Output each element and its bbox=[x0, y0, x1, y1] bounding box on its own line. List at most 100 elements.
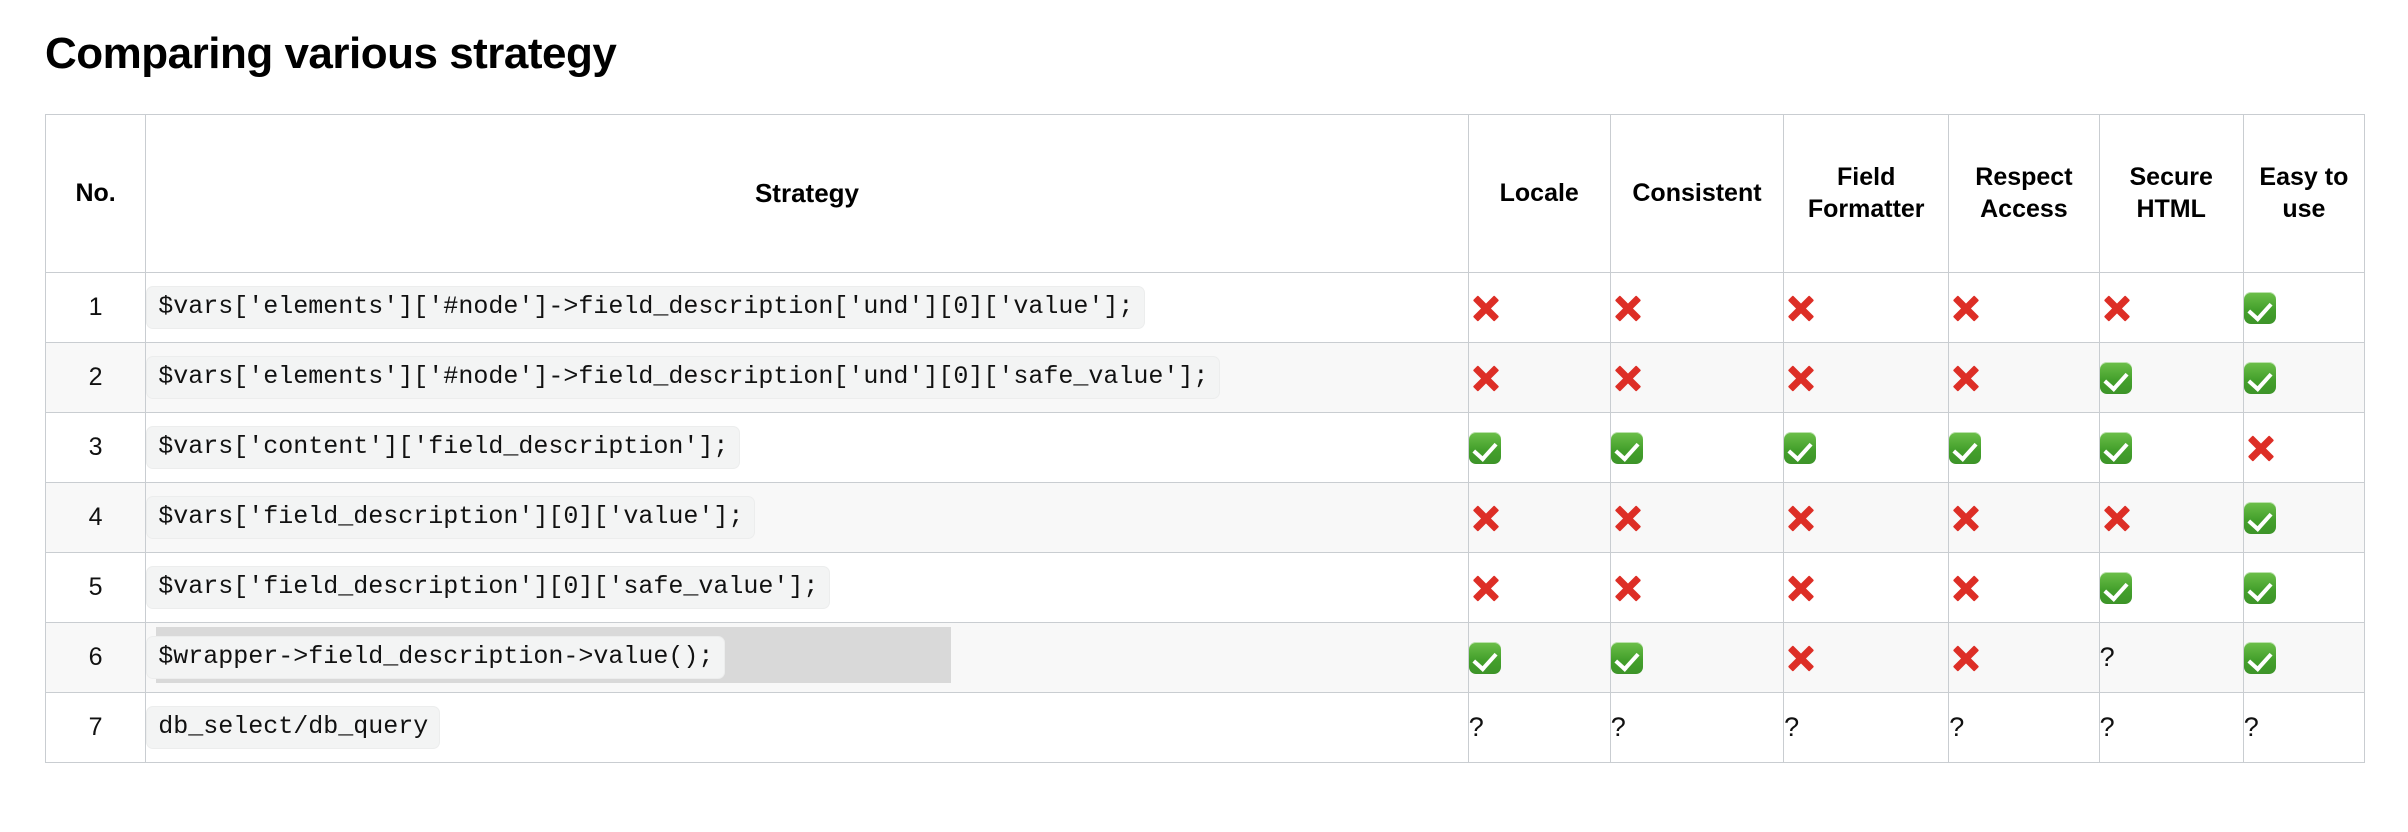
comparison-table-wrapper: No. Strategy Locale Consistent Field For… bbox=[44, 114, 2366, 763]
cell-easy-to-use bbox=[2242, 622, 2366, 693]
cell-row-number: 1 bbox=[44, 272, 147, 343]
cross-mark-icon bbox=[1784, 291, 1818, 325]
strategy-code-snippet: $vars['field_description'][0]['safe_valu… bbox=[146, 566, 831, 609]
cell-locale bbox=[1467, 622, 1611, 693]
cell-row-number: 6 bbox=[44, 622, 147, 693]
strategy-code-snippet: $vars['elements']['#node']->field_descri… bbox=[146, 286, 1146, 329]
strategy-code-snippet: $vars['elements']['#node']->field_descri… bbox=[146, 356, 1221, 399]
check-mark-icon bbox=[1610, 431, 1643, 464]
cell-locale bbox=[1467, 482, 1611, 553]
cell-field-formatter bbox=[1783, 272, 1950, 343]
cell-row-number: 5 bbox=[44, 552, 147, 623]
column-header-easy-to-use: Easy to use bbox=[2242, 114, 2366, 273]
cell-respect-access bbox=[1948, 482, 2100, 553]
table-row: 5$vars['field_description'][0]['safe_val… bbox=[44, 552, 2366, 623]
cell-field-formatter bbox=[1783, 342, 1950, 413]
check-mark-icon bbox=[1949, 431, 1982, 464]
column-header-consistent: Consistent bbox=[1609, 114, 1785, 273]
cell-field-formatter: ? bbox=[1783, 692, 1950, 763]
check-mark-icon bbox=[1468, 431, 1501, 464]
cell-secure-html: ? bbox=[2098, 692, 2244, 763]
cell-strategy: db_select/db_query bbox=[145, 692, 1469, 763]
cross-mark-icon bbox=[1949, 571, 1983, 605]
cell-respect-access bbox=[1948, 342, 2100, 413]
check-mark-icon bbox=[2243, 571, 2276, 604]
table-header-row: No. Strategy Locale Consistent Field For… bbox=[44, 114, 2366, 273]
cross-mark-icon bbox=[1784, 641, 1818, 675]
cell-row-number: 4 bbox=[44, 482, 147, 553]
cell-consistent bbox=[1609, 412, 1785, 483]
cell-strategy: $wrapper->field_description->value(); bbox=[145, 622, 1469, 693]
cell-consistent: ? bbox=[1609, 692, 1785, 763]
cross-mark-icon bbox=[1611, 361, 1645, 395]
table-row: 6$wrapper->field_description->value();? bbox=[44, 622, 2366, 693]
column-header-locale: Locale bbox=[1467, 114, 1611, 273]
strategy-code-snippet: $vars['field_description'][0]['value']; bbox=[146, 496, 756, 539]
cross-mark-icon bbox=[1949, 641, 1983, 675]
cross-mark-icon bbox=[2100, 501, 2134, 535]
unknown-status-icon: ? bbox=[1949, 711, 1965, 742]
cell-secure-html bbox=[2098, 412, 2244, 483]
cell-consistent bbox=[1609, 552, 1785, 623]
cross-mark-icon bbox=[2244, 431, 2278, 465]
cross-mark-icon bbox=[2100, 291, 2134, 325]
cell-locale: ? bbox=[1467, 692, 1611, 763]
cell-consistent bbox=[1609, 272, 1785, 343]
check-mark-icon bbox=[2099, 571, 2132, 604]
cell-secure-html bbox=[2098, 342, 2244, 413]
cell-strategy: $vars['field_description'][0]['safe_valu… bbox=[145, 552, 1469, 623]
cell-consistent bbox=[1609, 622, 1785, 693]
column-header-no: No. bbox=[44, 114, 147, 273]
check-mark-icon bbox=[2243, 501, 2276, 534]
cell-easy-to-use bbox=[2242, 272, 2366, 343]
cell-easy-to-use bbox=[2242, 412, 2366, 483]
check-mark-icon bbox=[1610, 641, 1643, 674]
cell-field-formatter bbox=[1783, 622, 1950, 693]
cross-mark-icon bbox=[1949, 361, 1983, 395]
table-row: 2$vars['elements']['#node']->field_descr… bbox=[44, 342, 2366, 413]
cell-respect-access bbox=[1948, 412, 2100, 483]
cell-locale bbox=[1467, 552, 1611, 623]
cell-easy-to-use: ? bbox=[2242, 692, 2366, 763]
cell-respect-access bbox=[1948, 622, 2100, 693]
strategy-code-snippet: db_select/db_query bbox=[146, 706, 441, 749]
check-mark-icon bbox=[2243, 641, 2276, 674]
cell-field-formatter bbox=[1783, 482, 1950, 553]
cell-easy-to-use bbox=[2242, 482, 2366, 553]
column-header-secure-html: Secure HTML bbox=[2098, 114, 2244, 273]
cross-mark-icon bbox=[1469, 291, 1503, 325]
strategy-code-snippet: $wrapper->field_description->value(); bbox=[146, 636, 726, 679]
cross-mark-icon bbox=[1949, 501, 1983, 535]
unknown-status-icon: ? bbox=[1468, 711, 1484, 742]
cell-easy-to-use bbox=[2242, 342, 2366, 413]
table-row: 3$vars['content']['field_description']; bbox=[44, 412, 2366, 483]
strategy-code-snippet: $vars['content']['field_description']; bbox=[146, 426, 741, 469]
check-mark-icon bbox=[2099, 431, 2132, 464]
comparison-table: No. Strategy Locale Consistent Field For… bbox=[44, 114, 2366, 763]
cell-respect-access bbox=[1948, 552, 2100, 623]
cell-easy-to-use bbox=[2242, 552, 2366, 623]
check-mark-icon bbox=[1468, 641, 1501, 674]
page-title: Comparing various strategy bbox=[45, 29, 617, 78]
cell-locale bbox=[1467, 412, 1611, 483]
unknown-status-icon: ? bbox=[1610, 711, 1626, 742]
unknown-status-icon: ? bbox=[2243, 711, 2259, 742]
column-header-respect-access: Respect Access bbox=[1948, 114, 2100, 273]
cell-row-number: 2 bbox=[44, 342, 147, 413]
cell-field-formatter bbox=[1783, 552, 1950, 623]
cross-mark-icon bbox=[1949, 291, 1983, 325]
table-row: 1$vars['elements']['#node']->field_descr… bbox=[44, 272, 2366, 343]
column-header-strategy: Strategy bbox=[145, 114, 1469, 273]
cell-field-formatter bbox=[1783, 412, 1950, 483]
table-body: 1$vars['elements']['#node']->field_descr… bbox=[44, 272, 2366, 763]
cell-secure-html bbox=[2098, 272, 2244, 343]
cell-row-number: 3 bbox=[44, 412, 147, 483]
cell-locale bbox=[1467, 342, 1611, 413]
cross-mark-icon bbox=[1611, 291, 1645, 325]
cross-mark-icon bbox=[1611, 571, 1645, 605]
cell-consistent bbox=[1609, 342, 1785, 413]
cell-respect-access: ? bbox=[1948, 692, 2100, 763]
cell-strategy: $vars['elements']['#node']->field_descri… bbox=[145, 272, 1469, 343]
cell-strategy: $vars['content']['field_description']; bbox=[145, 412, 1469, 483]
